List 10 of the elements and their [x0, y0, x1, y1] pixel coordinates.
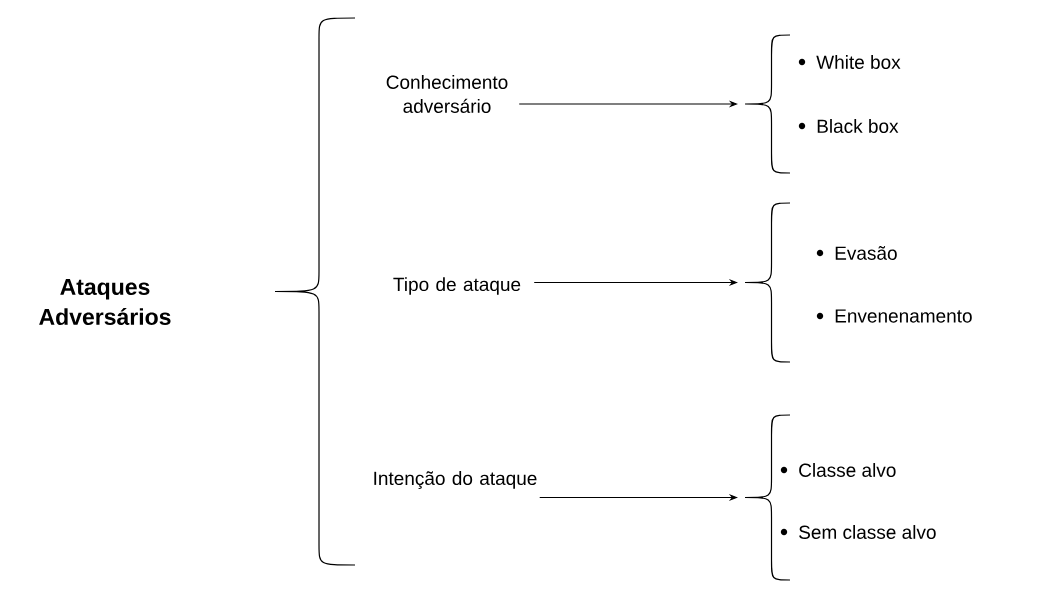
category-text: Intenção do ataque	[374, 471, 537, 489]
bullet-item: Sem classe alvo	[780, 525, 936, 539]
bullet-item: White box	[798, 55, 901, 69]
bullet-item: Black box	[798, 119, 899, 133]
category-text: Tipo de ataque	[393, 277, 521, 295]
heading-text: Ataques Adversários	[39, 279, 171, 325]
category-text: Conhecimento adversário	[386, 75, 508, 113]
bullet-item: Envenenamento	[816, 309, 972, 323]
bullet-item: Classe alvo	[780, 463, 896, 477]
bullet-item: Evasão	[816, 246, 897, 260]
